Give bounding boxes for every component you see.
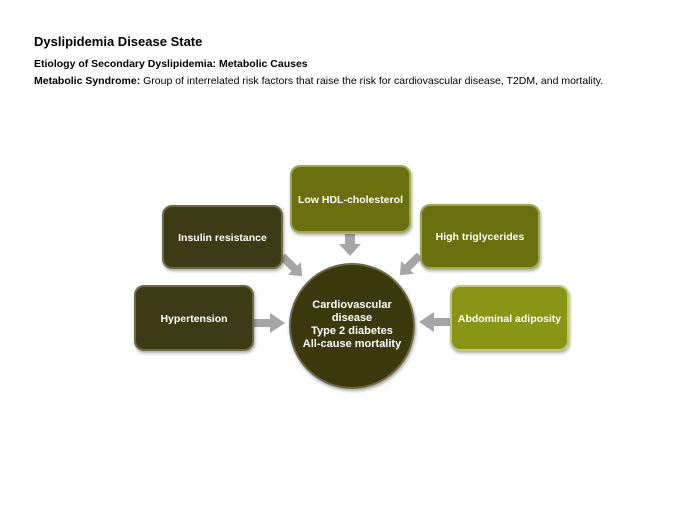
box-low-hdl xyxy=(290,165,411,233)
box-insulin-resistance xyxy=(162,205,283,269)
arrow-insulin-resistance xyxy=(279,253,303,277)
node-hypertension: Hypertension xyxy=(134,285,254,351)
node-abdominal-adiposity: Abdominal adiposity xyxy=(450,285,569,351)
label-high-triglycerides: High triglycerides xyxy=(436,231,525,243)
arrow-low-hdl xyxy=(339,234,361,256)
box-abdominal-adiposity xyxy=(450,285,569,351)
center-line-3: Type 2 diabetes xyxy=(311,325,393,337)
box-high-triglycerides xyxy=(420,204,540,269)
page-subtitle: Etiology of Secondary Dyslipidemia: Meta… xyxy=(34,58,308,70)
node-low-hdl: Low HDL-cholesterol xyxy=(290,165,411,233)
node-insulin-resistance: Insulin resistance xyxy=(162,205,283,269)
page-title: Dyslipidemia Disease State xyxy=(34,34,203,49)
definition-term: Metabolic Syndrome: xyxy=(34,75,141,87)
center-line-1: Cardiovascular xyxy=(312,299,392,311)
center-line-4: All-cause mortality xyxy=(303,338,402,350)
label-hypertension: Hypertension xyxy=(160,313,227,325)
arrows xyxy=(254,234,450,333)
box-hypertension xyxy=(134,285,254,351)
center-node: Cardiovascular disease Type 2 diabetes A… xyxy=(289,263,415,389)
arrow-abdominal-adiposity xyxy=(419,312,450,332)
node-high-triglycerides: High triglycerides xyxy=(420,204,540,269)
label-insulin-resistance: Insulin resistance xyxy=(178,232,267,244)
center-circle xyxy=(289,263,415,389)
center-line-2: disease xyxy=(332,312,372,324)
arrow-high-triglycerides xyxy=(399,252,423,276)
label-abdominal-adiposity: Abdominal adiposity xyxy=(458,313,561,325)
definition-text: Group of interrelated risk factors that … xyxy=(140,75,604,87)
arrow-hypertension xyxy=(254,313,285,333)
definition: Metabolic Syndrome: Group of interrelate… xyxy=(34,75,603,87)
label-low-hdl: Low HDL-cholesterol xyxy=(298,194,403,206)
